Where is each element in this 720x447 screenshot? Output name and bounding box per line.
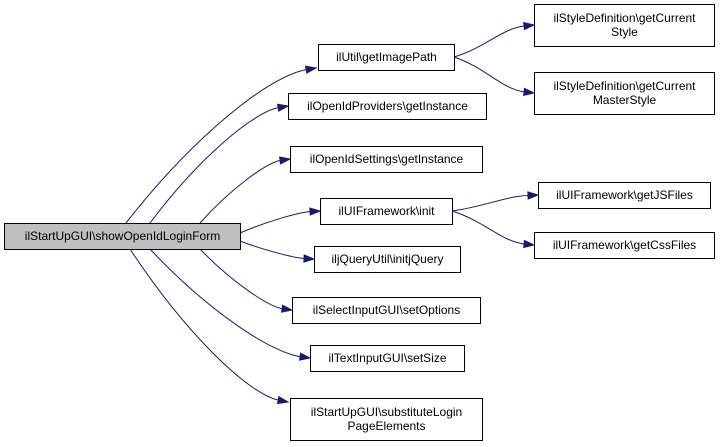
node-box (310, 345, 465, 372)
node-openidproviders[interactable]: ilOpenIdProviders\getInstance (288, 93, 487, 120)
edge-line (149, 248, 302, 358)
edge-arrowhead (276, 395, 290, 405)
node-label: ilStartUpGUI\substituteLogin (311, 405, 462, 419)
edge-arrowhead (523, 21, 536, 31)
node-label: Style (611, 25, 638, 39)
edge-root-to-uiinit (239, 207, 322, 234)
edge-line (451, 210, 526, 245)
node-label: ilStyleDefinition\getCurrent (553, 79, 696, 93)
edge-line (149, 107, 280, 224)
node-box (314, 246, 461, 273)
edge-arrowhead (309, 207, 322, 216)
edge-root-to-openidproviders (149, 103, 290, 224)
node-setsize[interactable]: ilTextInputGUI\setSize (310, 345, 465, 372)
edge-line (453, 25, 526, 58)
node-uiinit[interactable]: ilUIFramework\init (320, 198, 453, 225)
node-getjsfiles[interactable]: ilUIFramework\getJSFiles (538, 182, 711, 209)
node-getimagepath[interactable]: ilUtil\getImagePath (318, 44, 455, 71)
edge-arrowhead (276, 103, 290, 112)
node-box (288, 93, 487, 120)
edge-arrowhead (527, 191, 540, 200)
node-label: ilOpenIdProviders\getInstance (307, 99, 468, 113)
node-label: ilUIFramework\getJSFiles (556, 188, 693, 202)
nodes-layer: ilStartUpGUI\showOpenIdLoginForm ilUtil\g… (4, 4, 715, 441)
edge-arrowhead (299, 352, 312, 361)
node-label: iljQueryUtil\initjQuery (331, 252, 443, 266)
edge-root-to-initjquery (239, 240, 316, 263)
edge-line (239, 210, 312, 234)
edge-arrowhead (523, 239, 536, 249)
node-label: ilUIFramework\getCssFiles (553, 238, 696, 252)
node-box (4, 223, 241, 250)
node-box (290, 398, 483, 441)
node-label: ilUIFramework\init (338, 204, 435, 218)
edge-arrowhead (304, 65, 318, 74)
edge-root-to-openidsettings (199, 156, 292, 224)
node-box (538, 182, 711, 209)
edge-line (199, 159, 282, 224)
edge-line (129, 248, 280, 401)
edge-line (451, 194, 530, 212)
edge-arrowhead (523, 87, 536, 97)
node-root[interactable]: ilStartUpGUI\showOpenIdLoginForm (4, 223, 241, 250)
edge-root-to-setsize (149, 248, 312, 361)
node-label: ilStyleDefinition\getCurrent (553, 11, 696, 25)
node-box (320, 198, 453, 225)
edge-uiinit-to-getjsfiles (451, 191, 540, 212)
node-initjquery[interactable]: iljQueryUtil\initjQuery (314, 246, 461, 273)
node-label: PageElements (347, 419, 425, 433)
node-box (534, 72, 715, 115)
node-box (534, 232, 715, 259)
edge-arrowhead (303, 254, 316, 263)
node-box (534, 4, 715, 47)
node-openidsettings[interactable]: ilOpenIdSettings\getInstance (290, 146, 483, 173)
edge-getimagepath-to-getcurrentmasterstyle (453, 56, 536, 97)
node-label: ilStartUpGUI\showOpenIdLoginForm (25, 229, 220, 243)
edge-line (453, 56, 526, 93)
edges-layer (125, 21, 540, 405)
node-setoptions[interactable]: ilSelectInputGUI\setOptions (292, 297, 481, 324)
node-label: MasterStyle (593, 93, 657, 107)
edge-line (239, 240, 306, 260)
node-box (292, 297, 481, 324)
node-getcssfiles[interactable]: ilUIFramework\getCssFiles (534, 232, 715, 259)
edge-line (199, 248, 284, 310)
node-label: ilOpenIdSettings\getInstance (310, 152, 464, 166)
edge-line (125, 68, 308, 224)
edge-root-to-substitute (129, 248, 290, 405)
node-label: ilUtil\getImagePath (336, 50, 437, 64)
edge-getimagepath-to-getcurrentstyle (453, 21, 536, 58)
edge-arrowhead (279, 156, 292, 165)
edge-arrowhead (281, 304, 294, 313)
edge-root-to-getimagepath (125, 65, 318, 224)
edge-root-to-setoptions (199, 248, 294, 313)
node-box (318, 44, 455, 71)
node-label: ilTextInputGUI\setSize (328, 351, 446, 365)
edge-uiinit-to-getcssfiles (451, 210, 536, 249)
node-box (290, 146, 483, 173)
node-label: ilSelectInputGUI\setOptions (313, 303, 460, 317)
